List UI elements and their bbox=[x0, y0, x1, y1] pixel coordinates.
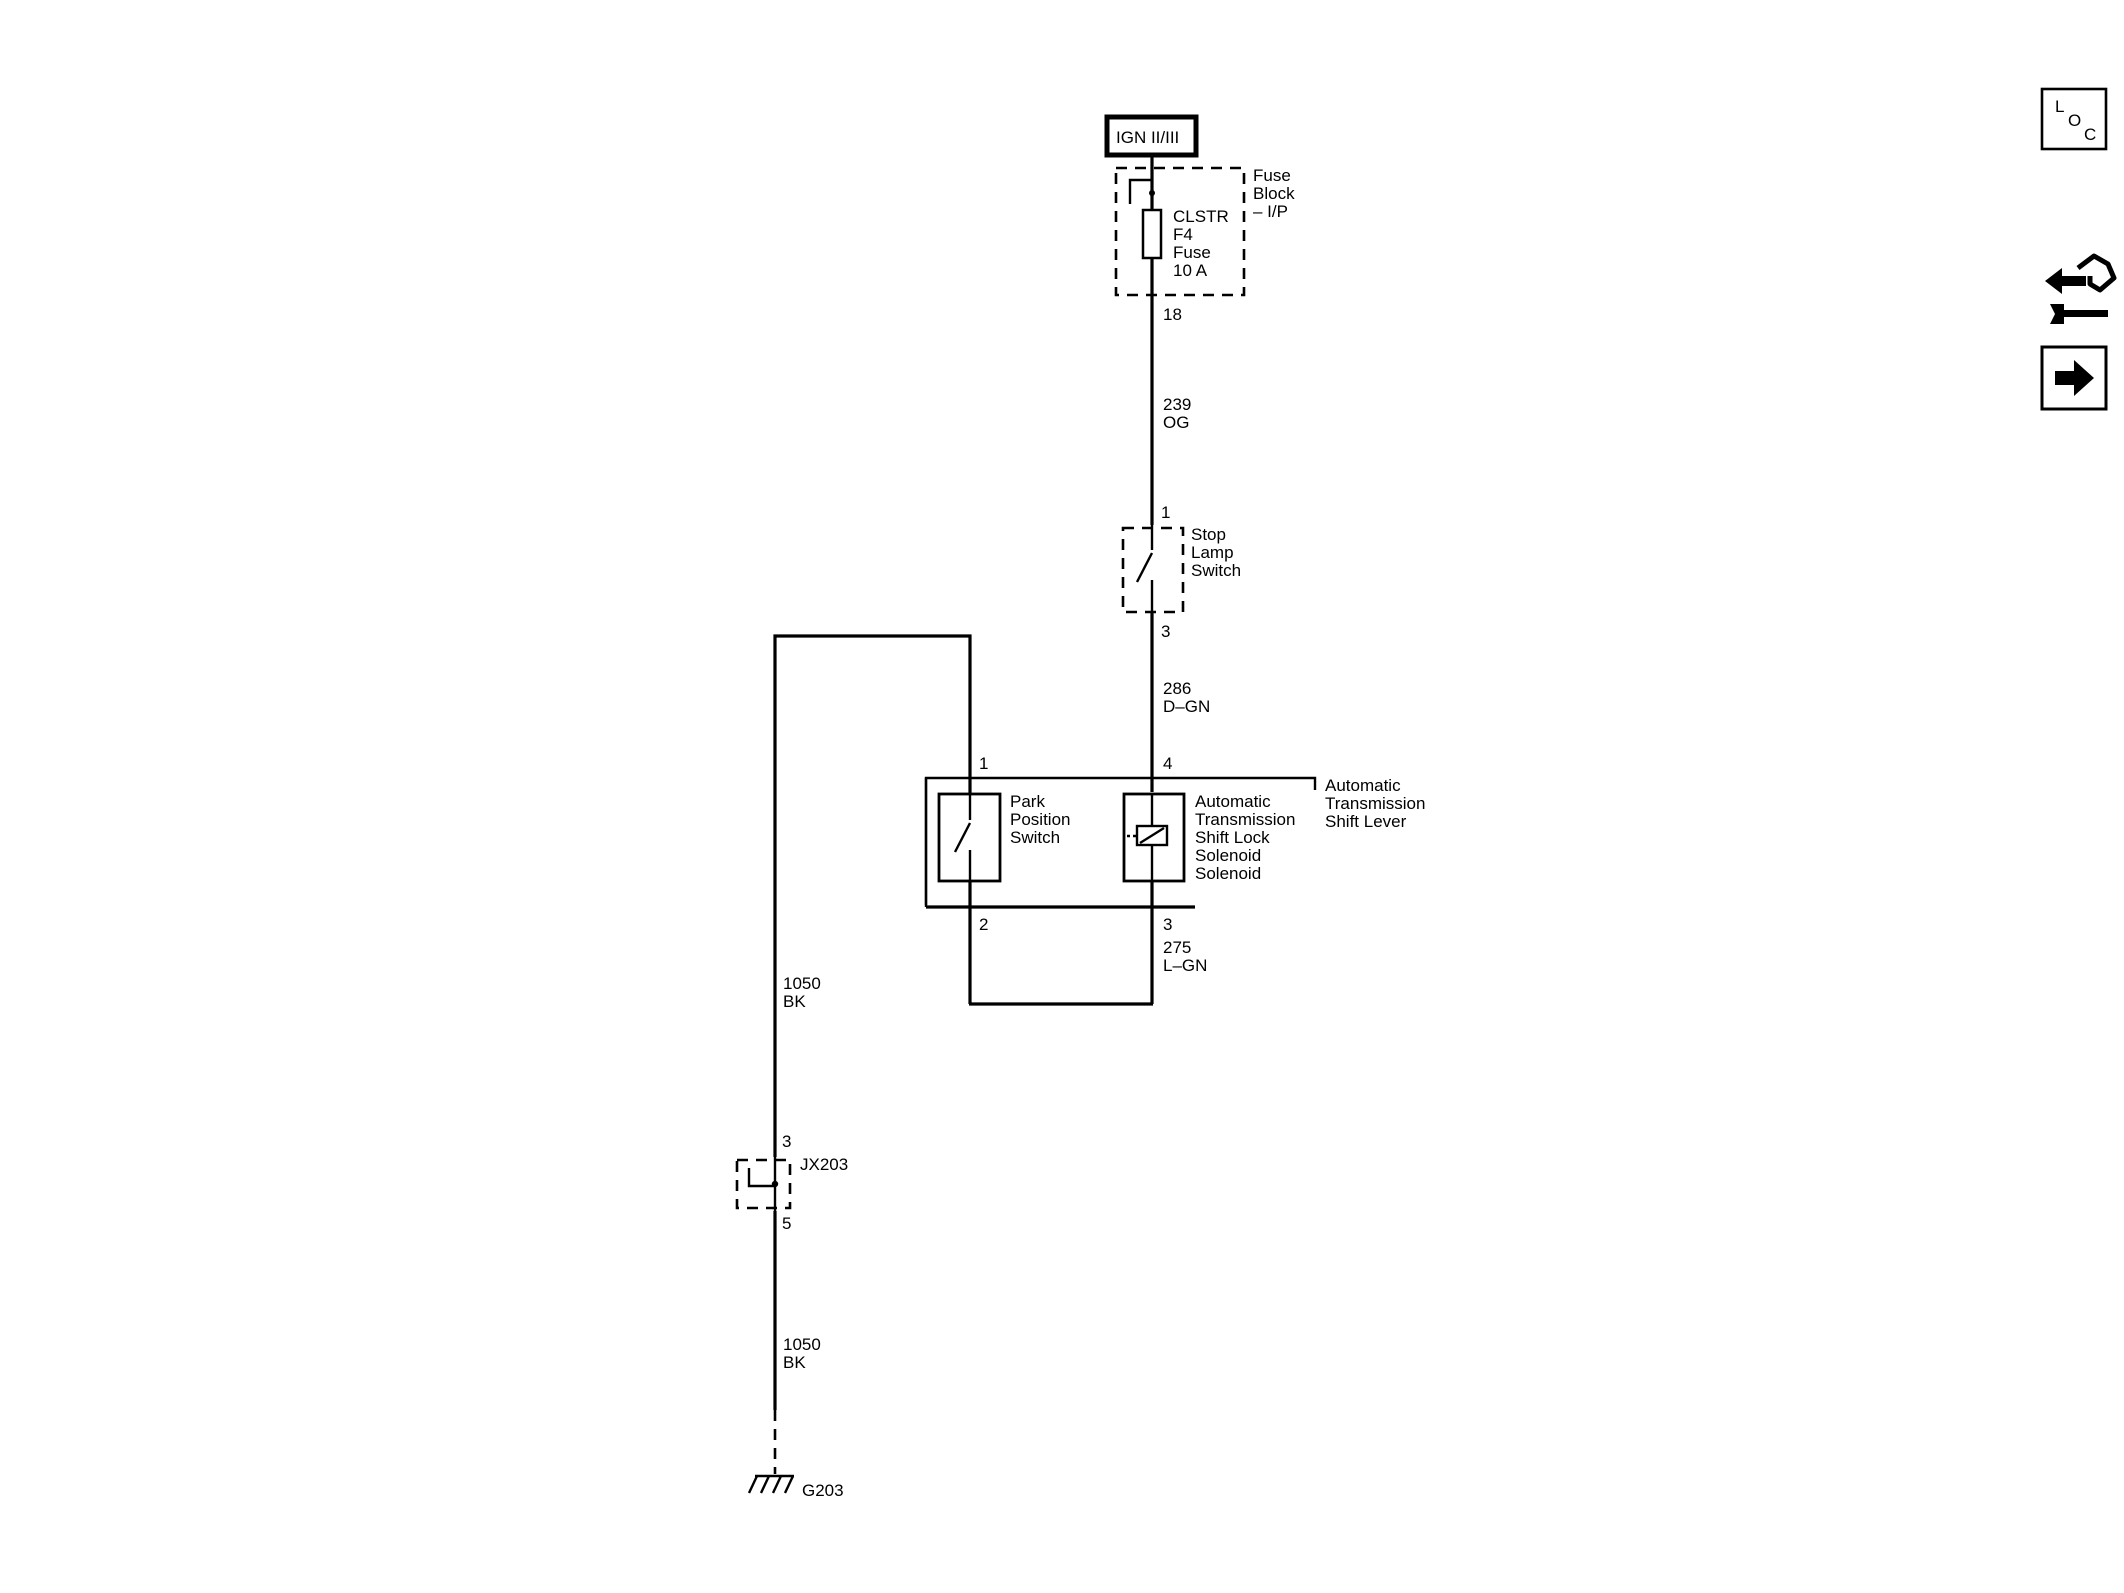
fuse-terminal-out: 18 bbox=[1163, 305, 1182, 324]
svg-text:BK: BK bbox=[783, 1353, 806, 1372]
park-switch-pin-bottom: 2 bbox=[979, 915, 988, 934]
loc-letter-c: C bbox=[2084, 125, 2096, 144]
solenoid-name-1: Automatic bbox=[1195, 792, 1271, 811]
stop-lamp-name-2: Lamp bbox=[1191, 543, 1234, 562]
stop-lamp-pin-bottom: 3 bbox=[1161, 622, 1170, 641]
fuse-label-2: F4 bbox=[1173, 225, 1193, 244]
splice-jx203: 3 JX203 5 bbox=[735, 1132, 848, 1233]
wire-label-286: 286 D–GN bbox=[1163, 679, 1210, 716]
svg-text:L–GN: L–GN bbox=[1163, 956, 1207, 975]
splice-pin-bottom: 5 bbox=[782, 1214, 791, 1233]
stop-lamp-name-3: Switch bbox=[1191, 561, 1241, 580]
solenoid-name-4: Solenoid bbox=[1195, 846, 1261, 865]
fuse-label-1: CLSTR bbox=[1173, 207, 1229, 226]
fuse-block-name-3: – I/P bbox=[1253, 202, 1288, 221]
fuse-label-4: 10 A bbox=[1173, 261, 1208, 280]
wire-label-275: 275 L–GN bbox=[1163, 938, 1207, 975]
stop-lamp-switch: 1 Stop Lamp Switch 3 bbox=[1121, 503, 1241, 641]
svg-text:D–GN: D–GN bbox=[1163, 697, 1210, 716]
wire-park-switch-to-ground bbox=[773, 634, 972, 1157]
shift-lever-name-2: Transmission bbox=[1325, 794, 1425, 813]
park-position-switch: 1 Park Position Switch 2 bbox=[937, 754, 1070, 934]
shift-lever-name-3: Shift Lever bbox=[1325, 812, 1407, 831]
wrench-arrows-icon[interactable] bbox=[2045, 253, 2117, 324]
stop-lamp-switch-blade bbox=[1135, 552, 1154, 583]
park-switch-name-2: Position bbox=[1010, 810, 1070, 829]
park-switch-pin-top: 1 bbox=[979, 754, 988, 773]
fuse-block-name-2: Block bbox=[1253, 184, 1295, 203]
park-switch-name-1: Park bbox=[1010, 792, 1045, 811]
solenoid-pin-bottom: 3 bbox=[1163, 915, 1172, 934]
solenoid-name-5: Solenoid bbox=[1195, 864, 1261, 883]
ground-name: G203 bbox=[802, 1481, 844, 1500]
solenoid-name-2: Transmission bbox=[1195, 810, 1295, 829]
park-switch-name-3: Switch bbox=[1010, 828, 1060, 847]
fuse-block: Fuse Block – I/P CLSTR F4 Fuse 10 A 18 bbox=[1114, 166, 1295, 324]
fuse-block-name-1: Fuse bbox=[1253, 166, 1291, 185]
loc-letter-o: O bbox=[2068, 111, 2081, 130]
fuse-label-3: Fuse bbox=[1173, 243, 1211, 262]
svg-text:286: 286 bbox=[1163, 679, 1191, 698]
svg-text:239: 239 bbox=[1163, 395, 1191, 414]
svg-text:BK: BK bbox=[783, 992, 806, 1011]
solenoid-pin-top: 4 bbox=[1163, 754, 1172, 773]
fuse-symbol bbox=[1141, 208, 1163, 260]
wire-label-1050-upper: 1050 BK bbox=[783, 974, 821, 1011]
stop-lamp-pin-top: 1 bbox=[1161, 503, 1170, 522]
wire-label-1050-lower: 1050 BK bbox=[783, 1335, 821, 1372]
solenoid-name-3: Shift Lock bbox=[1195, 828, 1270, 847]
svg-text:275: 275 bbox=[1163, 938, 1191, 957]
svg-text:1050: 1050 bbox=[783, 974, 821, 993]
loc-button[interactable]: L O C bbox=[2040, 87, 2108, 151]
svg-text:OG: OG bbox=[1163, 413, 1189, 432]
stop-lamp-name-1: Stop bbox=[1191, 525, 1226, 544]
arrow-right-icon bbox=[2055, 360, 2094, 396]
shift-lock-solenoid: 4 Automatic Transmission Shift Lock Sole… bbox=[1122, 754, 1295, 934]
splice-pin-top: 3 bbox=[782, 1132, 791, 1151]
power-source-label: IGN II/III bbox=[1116, 128, 1179, 147]
splice-name: JX203 bbox=[800, 1155, 848, 1174]
shift-lever-module: Automatic Transmission Shift Lever 1 Par… bbox=[924, 754, 1425, 934]
wire-label-239: 239 OG bbox=[1163, 395, 1191, 432]
svg-text:1050: 1050 bbox=[783, 1335, 821, 1354]
fuse-bus-bar bbox=[1128, 178, 1152, 204]
next-arrow-button[interactable] bbox=[2040, 345, 2108, 411]
ground-g203: G203 bbox=[747, 1474, 844, 1500]
park-switch-blade bbox=[953, 822, 972, 853]
power-source: IGN II/III bbox=[1104, 114, 1199, 158]
shift-lever-name-1: Automatic bbox=[1325, 776, 1401, 795]
loc-letter-l: L bbox=[2055, 97, 2064, 116]
